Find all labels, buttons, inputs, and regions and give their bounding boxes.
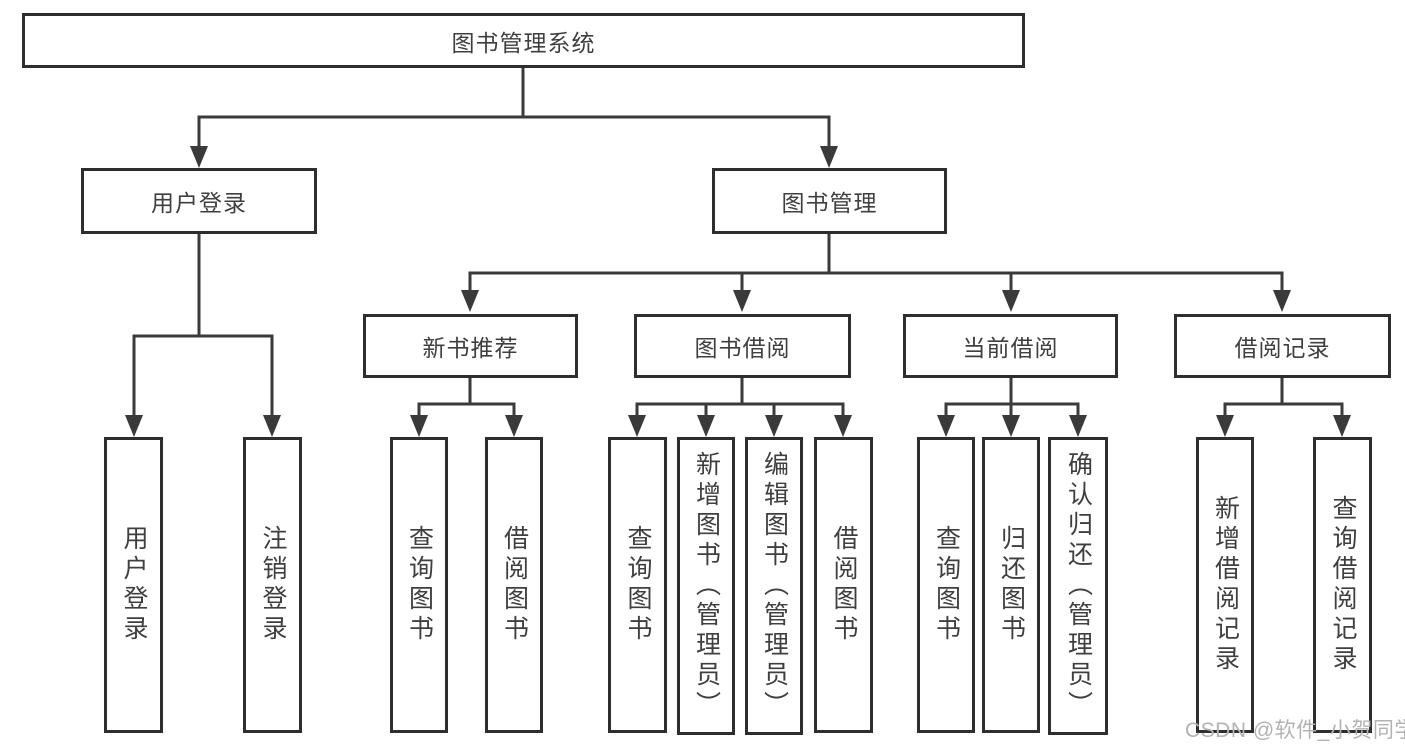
node-leaf-add-record: 新增借阅记录 xyxy=(1196,437,1254,733)
node-book-borrow: 图书借阅 xyxy=(634,314,851,378)
watermark-text: CSDN @软件_小贺同学 xyxy=(1185,719,1405,742)
node-leaf-confirm-return: 确认归还（管理员） xyxy=(1048,437,1108,735)
node-leaf-edit-book: 编辑图书（管理员） xyxy=(745,437,803,735)
node-leaf-logout: 注销登录 xyxy=(243,437,302,733)
node-leaf-borrow-book-2: 借阅图书 xyxy=(814,437,873,733)
node-leaf-user-login: 用户登录 xyxy=(104,437,163,733)
node-leaf-borrow-book-1: 借阅图书 xyxy=(485,437,543,733)
node-new-book-recommend: 新书推荐 xyxy=(363,314,578,378)
node-root: 图书管理系统 xyxy=(22,13,1025,68)
node-leaf-query-book-1: 查询图书 xyxy=(390,437,448,733)
node-current-borrow: 当前借阅 xyxy=(903,314,1118,378)
node-user-login: 用户登录 xyxy=(81,168,317,234)
node-leaf-query-book-3: 查询图书 xyxy=(917,437,975,733)
node-leaf-return-book: 归还图书 xyxy=(982,437,1040,733)
node-borrow-records: 借阅记录 xyxy=(1174,314,1391,378)
node-leaf-query-record: 查询借阅记录 xyxy=(1313,437,1372,733)
node-leaf-query-book-2: 查询图书 xyxy=(608,437,667,733)
node-book-management: 图书管理 xyxy=(712,168,947,234)
node-leaf-add-book: 新增图书（管理员） xyxy=(677,437,735,735)
